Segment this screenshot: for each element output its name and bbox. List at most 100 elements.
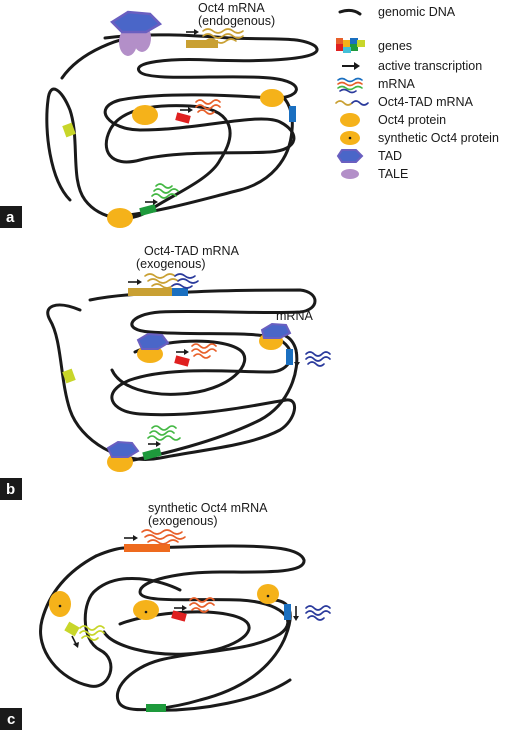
tad-icon (110, 10, 163, 34)
legend-item-genes: genes (336, 38, 412, 53)
genomic-dna-outer (39, 554, 182, 688)
legend-label: genes (378, 39, 412, 53)
arrow-icon (128, 279, 142, 285)
gene-yellowgreen (62, 122, 76, 138)
gene-sublabel: (exogenous) (136, 257, 206, 271)
panel-letter: a (6, 209, 15, 226)
arrow-icon (342, 62, 360, 70)
legend-item-active-transcription: active transcription (342, 59, 482, 73)
arrow-icon (148, 441, 161, 447)
genes-icon (336, 38, 365, 53)
panel-letter-bg (0, 708, 22, 730)
oct4-gene (128, 288, 172, 296)
arrow-icon (186, 29, 199, 35)
gene-red (175, 112, 191, 124)
tale-icon (341, 169, 359, 179)
legend: genomic DNA genes active transcription (335, 5, 499, 181)
arrow-icon (176, 349, 189, 355)
legend-item-oct4-tad-mrna: Oct4-TAD mRNA (335, 95, 474, 109)
legend-label: TAD (378, 149, 402, 163)
synthetic-oct4-mrna-icon (141, 529, 186, 545)
arrow-icon (71, 635, 79, 648)
synthetic-oct4-protein-icon (257, 584, 279, 604)
gene-label: Oct4 mRNA (198, 1, 265, 15)
genomic-dna (94, 544, 306, 712)
panel-letter: c (7, 711, 15, 728)
oct4-mrna-icon (202, 28, 244, 44)
panel-letter-bg (0, 478, 22, 500)
legend-item-synthetic-oct4-protein: synthetic Oct4 protein (340, 131, 499, 145)
gene-blue (289, 106, 296, 122)
panel-letter-bg (0, 206, 22, 228)
synthetic-oct4-protein-icon (133, 600, 159, 620)
mrna-icon (79, 625, 105, 641)
mrna-icon (151, 183, 179, 199)
mrna-icon (337, 77, 363, 94)
tad-icon (260, 322, 292, 339)
gene-green (146, 704, 166, 712)
tale-icon (119, 28, 137, 56)
panel-c: synthetic Oct4 mRNA (exogenous) (0, 501, 331, 730)
legend-label: synthetic Oct4 protein (378, 131, 499, 145)
legend-label: genomic DNA (378, 5, 456, 19)
panel-letter: b (6, 481, 15, 498)
gene-sublabel: (exogenous) (148, 514, 218, 528)
legend-label: TALE (378, 167, 408, 181)
oct4-tad-protein (106, 440, 140, 472)
legend-label: Oct4-TAD mRNA (378, 95, 474, 109)
oct4-gene (186, 40, 218, 48)
gene-sublabel: (endogenous) (198, 14, 275, 28)
tad-icon (106, 440, 140, 458)
gene-blue (284, 604, 291, 620)
legend-item-oct4-protein: Oct4 protein (340, 113, 446, 127)
genomic-dna (45, 33, 319, 220)
arrow-icon (294, 352, 300, 367)
tad-icon (336, 149, 364, 163)
arrow-icon (174, 605, 187, 611)
mrna-icon (147, 425, 181, 441)
gene-label: Oct4-TAD mRNA (144, 244, 240, 258)
legend-item-mrna: mRNA (337, 77, 415, 94)
genomic-dna-loop (110, 339, 247, 396)
genomic-dna-tail (148, 678, 292, 712)
mrna-label: mRNA (276, 309, 313, 323)
oct4-tad-mrna-icon (335, 100, 369, 106)
legend-label: active transcription (378, 59, 482, 73)
mrna-icon (305, 351, 331, 367)
legend-label: mRNA (378, 77, 415, 91)
arrow-icon (124, 535, 138, 541)
panel-b: Oct4-TAD mRNA (exogenous) mRNA (0, 244, 331, 500)
oct4-protein-icon (107, 208, 133, 228)
arrow-icon (145, 199, 158, 205)
gene-label: synthetic Oct4 mRNA (148, 501, 268, 515)
gene-red (171, 610, 187, 622)
gene-green (139, 204, 157, 216)
mrna-icon (305, 605, 331, 621)
synthetic-oct4-gene (124, 544, 170, 552)
legend-label: Oct4 protein (378, 113, 446, 127)
synthetic-oct4-protein-icon (340, 131, 360, 145)
arrow-icon (180, 107, 193, 113)
oct4-protein-icon (132, 105, 158, 125)
oct4-protein-icon (260, 89, 284, 107)
synthetic-oct4-protein-icon (49, 591, 71, 617)
tad-gene (172, 288, 188, 296)
gene-blue (286, 349, 293, 365)
oct4-tad-protein (259, 322, 292, 350)
oct4-protein-icon (340, 113, 360, 127)
legend-item-tale: TALE (341, 167, 408, 181)
gene-yellowgreen (64, 621, 80, 637)
panel-a: Oct4 mRNA (endogenous) (0, 1, 319, 228)
arrow-icon (293, 606, 299, 621)
legend-item-genomic-dna: genomic DNA (338, 5, 456, 19)
genomic-dna-icon (338, 8, 362, 16)
gene-yellowgreen (62, 368, 76, 384)
genomic-dna-lower (110, 333, 299, 466)
mrna-icon (195, 99, 221, 115)
mrna-icon (191, 343, 217, 359)
gene-green (142, 447, 162, 461)
tad-icon (136, 332, 170, 350)
legend-item-tad: TAD (336, 149, 402, 163)
oct4-tad-protein (136, 332, 170, 363)
